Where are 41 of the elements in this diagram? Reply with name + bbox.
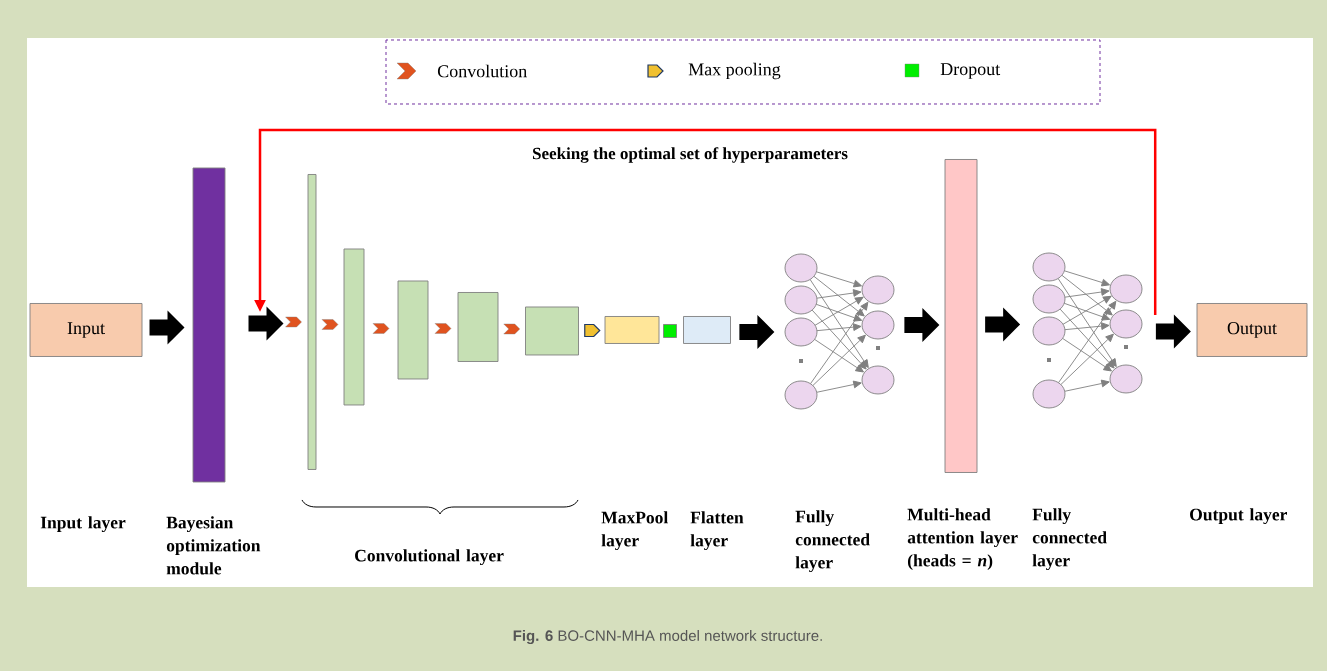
layer-bar <box>525 306 579 356</box>
layer-caption: Input layer <box>40 516 126 533</box>
figure-caption: Fig. 6 BO-CNN-MHA model network structure. <box>513 629 822 644</box>
block-arrow <box>248 306 284 341</box>
pentagon-arrow <box>584 323 601 338</box>
layer-caption: Multi-head attention layer (heads = n) <box>907 508 1018 571</box>
layer-caption: Bayesian optimization module <box>166 516 261 575</box>
chevron-arrow <box>434 323 452 334</box>
legend-label: Max pooling <box>688 62 781 80</box>
layer-caption: Output layer <box>1190 508 1287 525</box>
module-bar <box>192 167 226 483</box>
edge-label: Seeking the optimal set of hyperparameters <box>531 146 849 164</box>
network-drawing <box>784 253 895 410</box>
layer-caption: Fully connected layer <box>795 510 870 573</box>
layer-caption: Flatten layer <box>690 511 744 551</box>
layer-bar <box>397 280 429 380</box>
dropout-square <box>663 324 677 338</box>
layer-bar <box>307 174 317 470</box>
block-arrow <box>985 307 1021 342</box>
flatten-box <box>683 316 731 344</box>
block-arrow <box>739 315 775 349</box>
legend-label: Convolution <box>437 64 527 78</box>
layer-caption: Convolutional layer <box>355 549 504 566</box>
legend-label: Dropout <box>940 63 1001 79</box>
layer-bar <box>457 292 499 362</box>
maxpool-box <box>604 316 660 344</box>
input-box: Input <box>29 303 143 357</box>
layer-caption: MaxPool layer <box>601 511 668 551</box>
chevron-arrow <box>321 319 339 330</box>
block-arrow <box>904 308 940 342</box>
chevron-arrow <box>503 323 520 335</box>
chevron-arrow <box>285 316 302 328</box>
layer-bar <box>343 248 365 406</box>
block-arrow <box>1155 314 1191 349</box>
layer-caption: Fully connected layer <box>1032 508 1107 571</box>
block-arrow <box>149 310 185 345</box>
output-box: Output <box>1196 303 1308 357</box>
attention-bar <box>944 159 978 473</box>
feedback-arrow <box>254 128 1157 315</box>
network-drawing <box>1032 252 1143 409</box>
chevron-arrow <box>372 323 390 334</box>
